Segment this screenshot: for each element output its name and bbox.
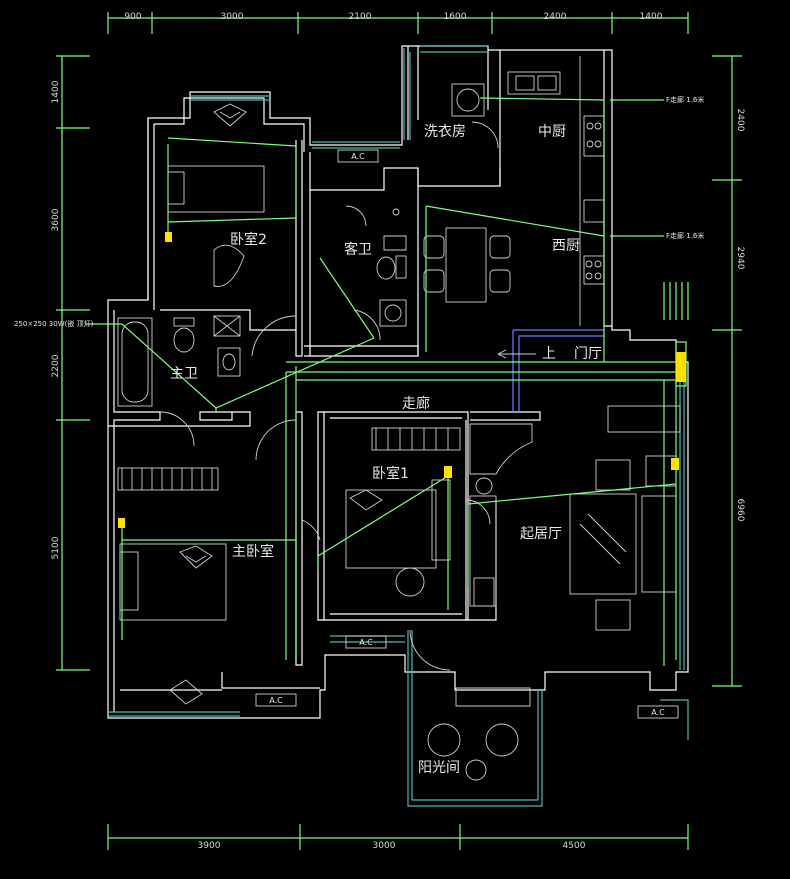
walls <box>107 45 689 719</box>
ac-label-1: A.C <box>351 152 365 161</box>
dim-top-6: 1400 <box>640 12 663 22</box>
dim-bottom-3: 4500 <box>563 841 586 851</box>
dim-left-3: 2200 <box>51 354 61 377</box>
windows <box>108 45 689 807</box>
dim-top-2: 3000 <box>221 12 244 22</box>
dim-top-1: 900 <box>124 12 141 22</box>
ac-label-4: A.C <box>651 708 665 717</box>
light-fixtures <box>118 232 686 528</box>
dim-right-3: 6960 <box>735 499 745 522</box>
dim-bottom-1: 3900 <box>198 841 221 851</box>
dimension-lines <box>56 12 742 850</box>
note-kitchen-1: F走廊 1.6米 <box>666 95 704 104</box>
room-label-sunroom: 阳光间 <box>418 760 460 776</box>
dim-top-4: 1600 <box>444 12 467 22</box>
wiring <box>86 97 689 666</box>
dim-bottom-2: 3000 <box>373 841 396 851</box>
up-arrow-icon <box>497 349 536 359</box>
room-label-guest-bath: 客卫 <box>344 241 372 258</box>
room-label-bedroom1: 卧室1 <box>372 465 409 482</box>
ac-box-3 <box>255 693 297 707</box>
room-label-western-kitchen: 西厨 <box>552 238 580 254</box>
room-label-bedroom2: 卧室2 <box>230 231 267 248</box>
dim-top-5: 2400 <box>544 12 567 22</box>
ac-box-1 <box>337 149 379 163</box>
dim-left-4: 5100 <box>51 536 61 559</box>
room-label-laundry: 洗衣房 <box>424 124 466 140</box>
room-label-up: 上 <box>542 346 556 362</box>
ac-label-3: A.C <box>269 696 283 705</box>
room-label-chinese-kitchen: 中厨 <box>538 124 566 140</box>
note-bath-light: 250×250 30W(嵌 顶灯) <box>14 319 94 328</box>
dim-top-3: 2100 <box>349 12 372 22</box>
room-label-foyer: 门厅 <box>574 346 602 362</box>
ac-box-4 <box>637 705 679 719</box>
dim-left-2: 3600 <box>51 208 61 231</box>
room-label-corridor: 走廊 <box>402 395 430 412</box>
room-label-master-bath: 主卫 <box>170 366 198 382</box>
ac-box-2 <box>345 635 387 649</box>
room-label-living: 起居厅 <box>520 526 562 542</box>
dim-right-1: 2400 <box>735 109 745 132</box>
dim-left-1: 1400 <box>51 80 61 103</box>
room-label-master-bedroom: 主卧室 <box>232 543 274 560</box>
ac-label-2: A.C <box>359 638 373 647</box>
dim-right-2: 2940 <box>735 247 745 270</box>
note-kitchen-2: F走廊 1.6米 <box>666 231 704 240</box>
